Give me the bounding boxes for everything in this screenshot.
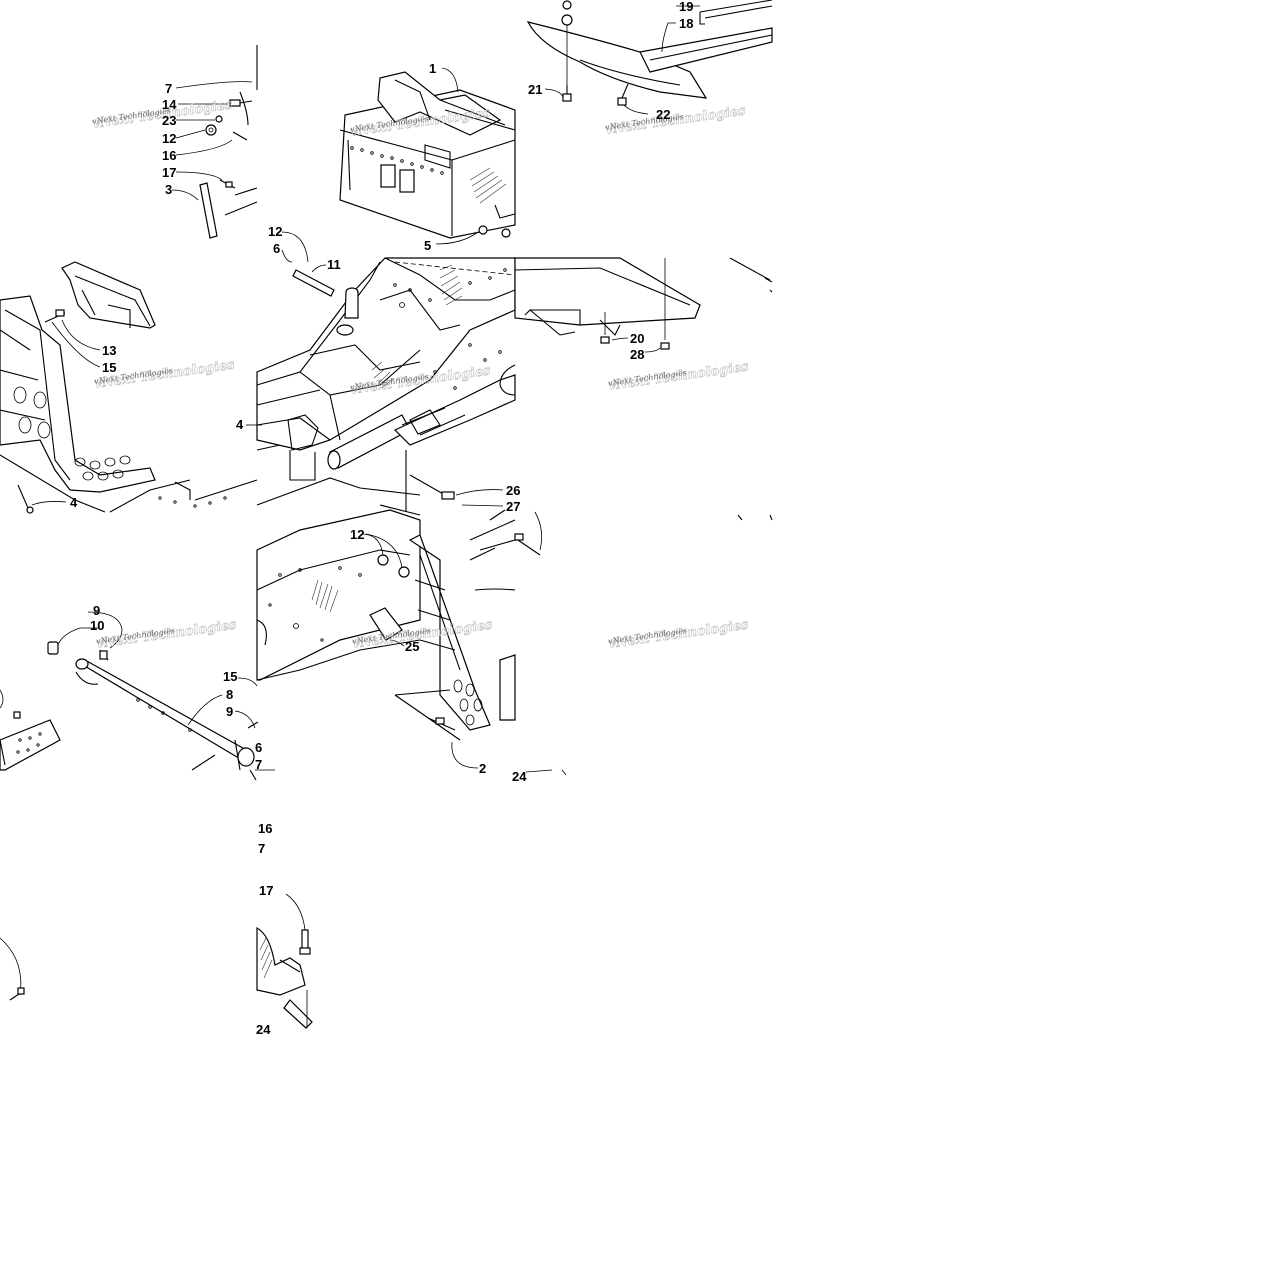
callout: 17: [162, 165, 176, 180]
callout: 18: [679, 16, 693, 31]
callout: 6: [273, 241, 280, 256]
callout: 26: [506, 483, 520, 498]
bolt-28: [660, 342, 670, 350]
tile-floor-panel: [514, 257, 773, 521]
tile-bottom-strip: [0, 769, 567, 1029]
callout: 8: [226, 687, 233, 702]
callout: 9: [93, 603, 100, 618]
nut-12b: [377, 554, 410, 578]
washer-23: [215, 115, 223, 123]
bolt-9: [99, 649, 109, 661]
callout: 25: [405, 639, 419, 654]
callout: 1: [429, 61, 436, 76]
rivet-r: [514, 533, 541, 556]
bolt-17: [219, 179, 236, 189]
callout: 16: [258, 821, 272, 836]
clip-26: [409, 474, 455, 500]
callout: 12: [350, 527, 364, 542]
callout: 16: [162, 148, 176, 163]
bushing-10: [47, 641, 59, 655]
nut-top: [561, 0, 573, 26]
callout: 7: [258, 841, 265, 856]
tile-front-bracket: [0, 261, 258, 514]
tile-rear-bracket: [256, 509, 543, 769]
callout: 11: [327, 257, 341, 272]
bolt-2: [427, 717, 456, 731]
callout: 24: [512, 769, 527, 784]
bolt-17b: [299, 929, 311, 955]
callout: 17: [259, 883, 273, 898]
callout: 9: [226, 704, 233, 719]
callout: 15: [102, 360, 116, 375]
callout: 15: [223, 669, 237, 684]
callout: 21: [528, 82, 542, 97]
nut-12: [205, 124, 217, 136]
tile-skid-plate: [526, 0, 773, 115]
callout-labels: 7 14 23 12 16 17 3 1 5 19 18 21 22 12 6 …: [70, 0, 693, 1037]
bolt-21: [562, 85, 572, 102]
bolt-bottom-left: [9, 987, 25, 1001]
tube-8: [75, 658, 257, 781]
lightening-holes: [13, 386, 131, 481]
tile-bulkhead: [339, 67, 516, 245]
callout: 24: [256, 1022, 271, 1037]
callout: 2: [479, 761, 486, 776]
callout: 7: [165, 81, 172, 96]
bolt-15: [44, 309, 66, 323]
tile-cross-tube: [0, 611, 275, 781]
callout: 5: [424, 238, 431, 253]
side-bracket: [408, 534, 491, 731]
callout: 23: [162, 113, 176, 128]
callout: 4: [236, 417, 244, 432]
callout: 19: [679, 0, 693, 14]
callout: 14: [162, 97, 177, 112]
bracket-25: [369, 607, 403, 641]
callout: 4: [70, 495, 78, 510]
strap-24: [283, 999, 313, 1029]
tile-fasteners-rod: [171, 45, 258, 239]
callout: 3: [165, 182, 172, 197]
bolt-22: [617, 83, 629, 106]
callout: 22: [656, 107, 670, 122]
callout: 12: [268, 224, 282, 239]
callout: 6: [255, 740, 262, 755]
callout: 10: [90, 618, 104, 633]
bolt-left: [13, 711, 21, 719]
callout: 20: [630, 331, 644, 346]
callout: 13: [102, 343, 116, 358]
crossmember: [336, 287, 359, 336]
bolt-14: [229, 99, 253, 107]
rod-3: [199, 182, 218, 239]
callout: 12: [162, 131, 176, 146]
bolt-20: [600, 336, 610, 344]
strip-11: [292, 269, 335, 297]
fairing-13: [61, 261, 156, 329]
callout: 28: [630, 347, 644, 362]
rivet-4: [17, 484, 34, 514]
callout: 7: [255, 757, 262, 772]
callout: 27: [506, 499, 520, 514]
tile-main-chassis: [246, 231, 516, 516]
